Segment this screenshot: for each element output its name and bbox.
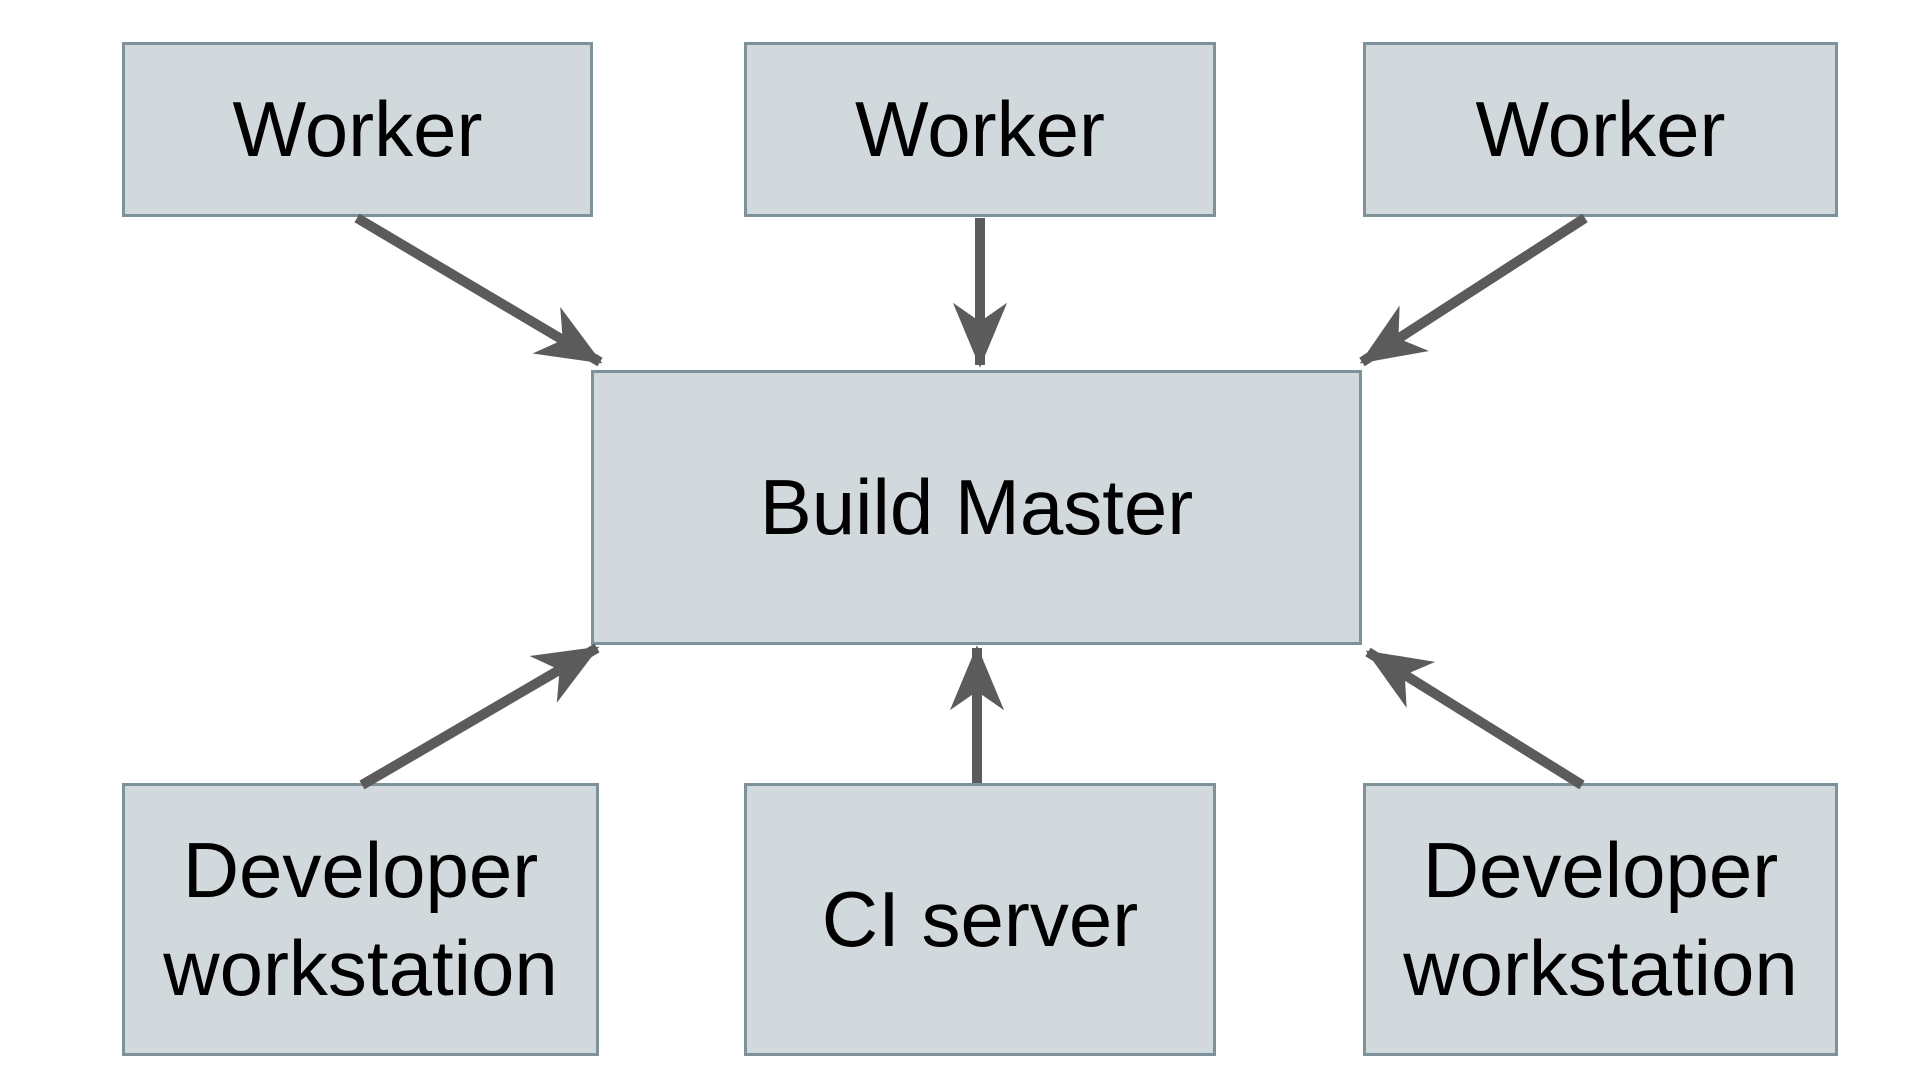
node-worker-2: Worker [744, 42, 1216, 217]
node-label-dev-workstation-left: Developer workstation [163, 826, 558, 1012]
node-worker-3: Worker [1363, 42, 1838, 217]
node-build-master: Build Master [591, 370, 1362, 645]
node-label-worker-1: Worker [232, 84, 483, 173]
node-label-dev-workstation-right: Developer workstation [1403, 826, 1798, 1012]
node-worker-1: Worker [122, 42, 593, 217]
node-dev-workstation-right: Developer workstation [1363, 783, 1838, 1056]
arrow-dev-workstation-left-to-build-master [359, 643, 600, 790]
node-label-build-master: Build Master [759, 462, 1194, 551]
node-label-ci-server: CI server [821, 874, 1139, 963]
node-ci-server: CI server [744, 783, 1216, 1056]
arrow-worker-1-to-build-master [354, 213, 603, 367]
node-label-worker-3: Worker [1475, 84, 1726, 173]
arrow-dev-workstation-right-to-build-master [1365, 647, 1585, 790]
arrow-worker-3-to-build-master [1359, 213, 1588, 367]
node-dev-workstation-left: Developer workstation [122, 783, 599, 1056]
node-label-worker-2: Worker [855, 84, 1105, 173]
